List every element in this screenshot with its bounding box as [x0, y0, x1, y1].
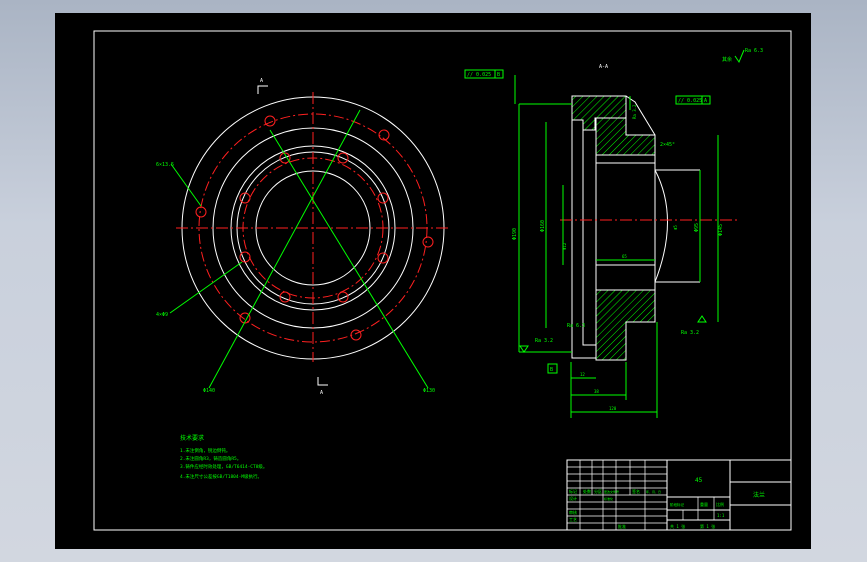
- title-block-text: 45 法兰 标记 处数 分区 更改文件号 签名 年、月、日 设计 标准化 审核 …: [569, 477, 765, 529]
- dim-12: 12: [580, 372, 585, 377]
- callout-pcd-130: Φ130: [423, 388, 435, 394]
- dim-phi12: Φ12: [562, 242, 567, 250]
- tb-sheet-no: 第 1 张: [700, 523, 715, 529]
- notes-item-2: 2.未注圆角R3，铸造圆角R5。: [180, 455, 241, 462]
- tb-col-zone: 分区: [594, 488, 602, 494]
- tb-designer: 设计: [569, 495, 577, 501]
- dim-phi160: Φ160: [540, 220, 546, 232]
- datum-box-b-text: B: [550, 367, 553, 373]
- tb-col-doc: 更改文件号: [604, 489, 619, 494]
- notes-item-3: 3.铸件应经时效处理，GB/T6414-CT8级。: [180, 463, 267, 470]
- callout-small-holes: 4×Φ9: [156, 312, 168, 318]
- tb-scale-value: 1:1: [717, 513, 725, 518]
- tb-col-mark: 标记: [569, 488, 577, 494]
- section-mark-bottom: A: [320, 390, 323, 396]
- surface-label-1: Ra 3.2: [632, 104, 637, 119]
- tb-part-name: 法兰: [753, 491, 765, 499]
- tb-col-count: 处数: [583, 488, 591, 494]
- roughness-note: 其余: [722, 56, 732, 63]
- drawing-canvas[interactable]: A A 6×13.5 4×Φ9 Φ140 Φ130 A-A 其余 Ra 6.3: [55, 13, 811, 549]
- section-mark-top: A: [260, 78, 263, 84]
- drawing-frame: [93, 30, 792, 531]
- callout-pcd-140: Φ140: [203, 388, 215, 394]
- dim-38: 38: [594, 389, 599, 394]
- gtol-frame-a-text: // 0.025: [678, 98, 702, 104]
- dim-phi95: Φ95: [694, 223, 700, 232]
- tb-std: 标准化: [604, 496, 613, 501]
- tb-material: 45: [695, 477, 703, 484]
- dim-phi145: Φ145: [718, 224, 724, 236]
- tb-sheets-total: 共 1 张: [670, 523, 685, 529]
- surface-label-3: Ra 3.2: [535, 338, 553, 344]
- dim-phi5: Φ5: [673, 225, 678, 230]
- title-block: [566, 459, 792, 531]
- dim-phi190: Φ190: [512, 228, 518, 240]
- gtol-frame-b: [464, 69, 504, 79]
- gtol-frame-a-datum: A: [704, 98, 707, 104]
- tb-scale: 比例: [716, 501, 724, 507]
- dim-120: 120: [609, 406, 617, 411]
- notes-item-4: 4.未注尺寸公差按GB/T1804-M级执行。: [180, 473, 262, 480]
- dim-65: 65: [622, 254, 627, 259]
- chamfer-label: 2×45°: [660, 142, 675, 148]
- tb-weight: 重量: [700, 501, 708, 507]
- cad-viewport[interactable]: A A 6×13.5 4×Φ9 Φ140 Φ130 A-A 其余 Ra 6.3: [55, 13, 811, 549]
- gtol-frame-b-text: // 0.025: [467, 72, 491, 78]
- surface-label-2: Ra 6.3: [567, 323, 585, 329]
- callout-bolt-holes: 6×13.5: [156, 162, 174, 168]
- roughness-value: Ra 6.3: [745, 48, 763, 54]
- gtol-frame-a: [675, 95, 711, 105]
- gtol-frame-b-datum: B: [497, 72, 500, 78]
- tb-approve: 批准: [618, 523, 626, 529]
- tb-col-sign: 签名: [632, 488, 640, 494]
- notes-item-1: 1.未注倒角，锐边倒钝。: [180, 447, 230, 454]
- front-view: A A 6×13.5 4×Φ9 Φ140 Φ130: [156, 78, 450, 396]
- tb-col-date: 年、月、日: [646, 489, 661, 494]
- section-title: A-A: [599, 64, 608, 70]
- tb-review: 审核: [569, 509, 577, 515]
- tb-process: 工艺: [569, 517, 577, 522]
- surface-label-4: Ra 3.2: [681, 330, 699, 336]
- datum-box-b: [547, 363, 558, 374]
- section-view: A-A 其余 Ra 6.3: [464, 48, 763, 418]
- tb-stage: 阶段标记: [670, 502, 684, 507]
- notes-title: 技术要求: [180, 434, 204, 442]
- technical-notes: 技术要求 1.未注倒角，锐边倒钝。 2.未注圆角R3，铸造圆角R5。 3.铸件应…: [180, 434, 267, 480]
